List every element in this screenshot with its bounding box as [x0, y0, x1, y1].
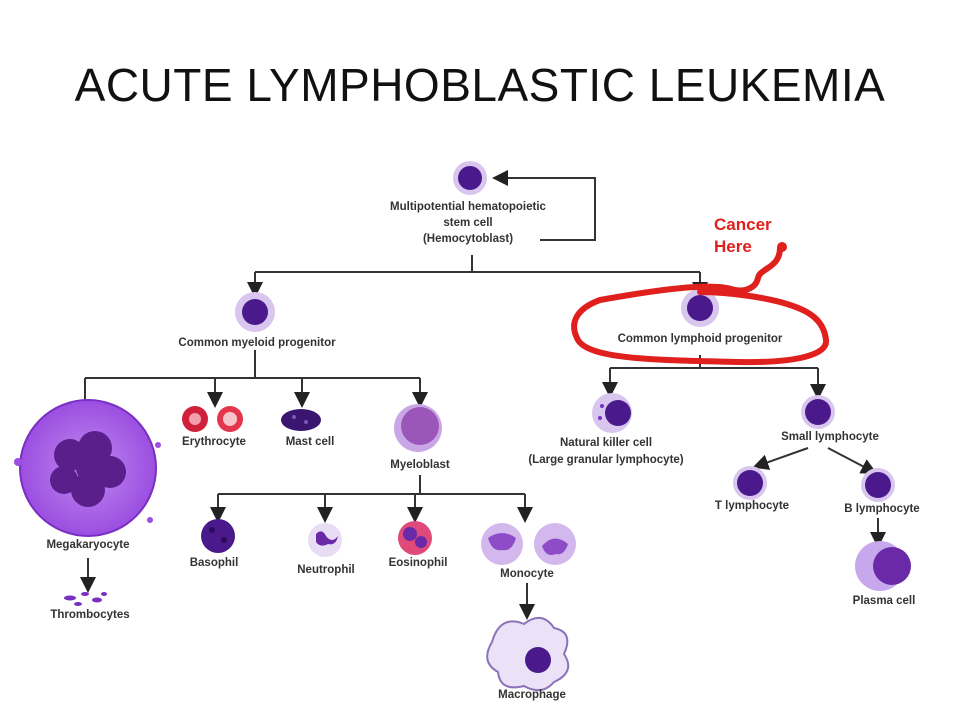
neutrophil-icon: [308, 523, 342, 557]
basophil-icon: [201, 519, 235, 553]
label-monocyte: Monocyte: [500, 568, 554, 580]
connector-lines: [77, 170, 886, 620]
label-stem-cell-2: stem cell: [443, 217, 492, 229]
t-lymphocyte-icon: [733, 466, 767, 500]
stem-cell-icon: [453, 161, 487, 195]
label-small-lymphocyte: Small lymphocyte: [781, 431, 879, 443]
megakaryocyte-icon: [14, 399, 161, 537]
label-common-myeloid-progenitor: Common myeloid progenitor: [178, 337, 336, 349]
cancer-annotation-line2: Here: [714, 237, 752, 256]
cancer-annotation-loop: [571, 245, 829, 366]
thrombocytes-icon: [64, 592, 107, 606]
label-mast-cell: Mast cell: [286, 436, 335, 448]
label-natural-killer-cell-1: Natural killer cell: [560, 437, 652, 449]
annotation-dot: [777, 242, 787, 252]
label-b-lymphocyte: B lymphocyte: [844, 503, 919, 515]
label-erythrocyte: Erythrocyte: [182, 436, 246, 448]
label-stem-cell-1: Multipotential hematopoietic: [390, 201, 546, 213]
eosinophil-icon: [398, 521, 432, 555]
label-macrophage: Macrophage: [498, 689, 566, 701]
label-eosinophil: Eosinophil: [389, 557, 448, 569]
cancer-annotation-line1: Cancer: [714, 215, 772, 234]
label-natural-killer-cell-2: (Large granular lymphocyte): [528, 454, 683, 466]
label-t-lymphocyte: T lymphocyte: [715, 500, 789, 512]
label-common-lymphoid-progenitor: Common lymphoid progenitor: [618, 333, 783, 345]
plasma-cell-icon: [855, 541, 911, 591]
label-stem-cell-3: (Hemocytoblast): [423, 233, 513, 245]
page-title: ACUTE LYMPHOBLASTIC LEUKEMIA: [74, 59, 886, 111]
label-myeloblast: Myeloblast: [390, 459, 450, 471]
b-lymphocyte-icon: [861, 468, 895, 502]
label-thrombocytes: Thrombocytes: [50, 609, 129, 621]
mast-cell-icon: [281, 409, 321, 431]
macrophage-icon: [486, 617, 570, 692]
myeloid-progenitor-icon: [235, 292, 275, 332]
small-lymphocyte-icon: [801, 395, 835, 429]
myeloblast-icon: [394, 404, 442, 452]
natural-killer-cell-icon: [592, 393, 632, 433]
label-plasma-cell: Plasma cell: [853, 595, 916, 607]
label-megakaryocyte: Megakaryocyte: [46, 539, 129, 551]
erythrocyte-icon: [182, 406, 243, 432]
lymphoid-progenitor-icon: [681, 289, 719, 327]
label-basophil: Basophil: [190, 557, 239, 569]
label-neutrophil: Neutrophil: [297, 564, 355, 576]
monocyte-icon: [481, 523, 576, 565]
